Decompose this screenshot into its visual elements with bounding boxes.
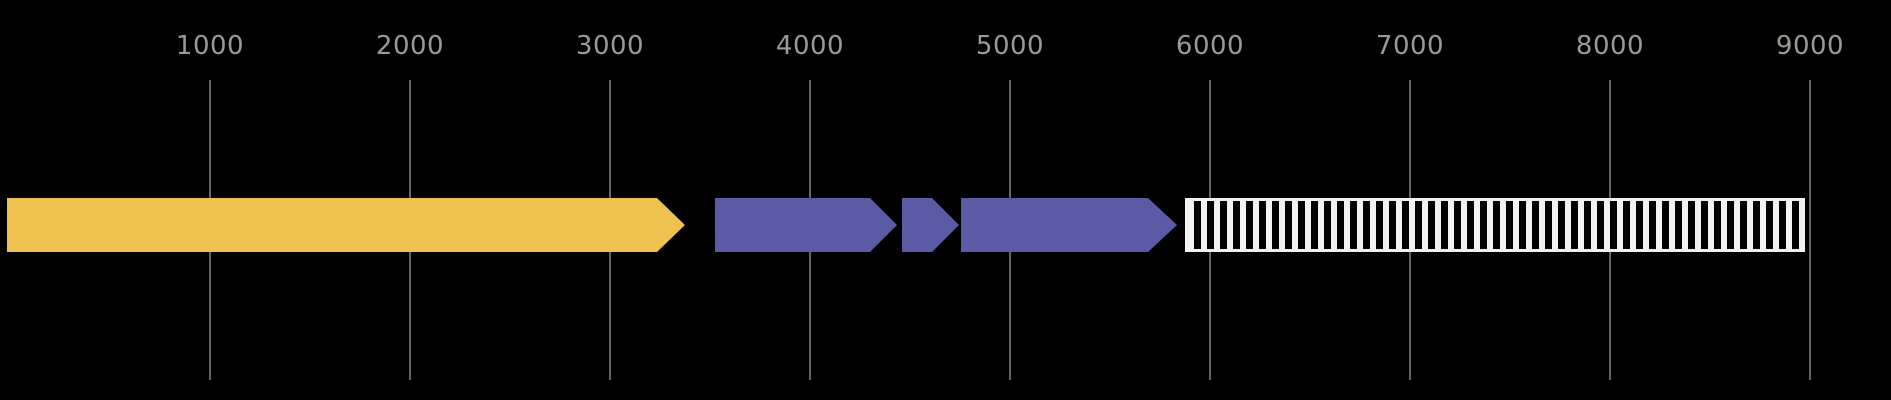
- feature-arrow-yellow-glyph: [7, 198, 685, 252]
- feature-arrow-yellow[interactable]: [7, 198, 685, 252]
- arrow-right-icon: [715, 198, 897, 252]
- feature-arrow-purple-2[interactable]: [902, 198, 959, 252]
- feature-arrow-purple-2-glyph: [902, 198, 959, 252]
- feature-striped-region[interactable]: [1185, 198, 1805, 252]
- arrow-right-icon: [7, 198, 685, 252]
- feature-arrow-purple-3[interactable]: [961, 198, 1177, 252]
- arrow-right-icon: [961, 198, 1177, 252]
- feature-arrow-purple-1-glyph: [715, 198, 897, 252]
- feature-arrow-purple-1[interactable]: [715, 198, 897, 252]
- feature-arrow-purple-3-glyph: [961, 198, 1177, 252]
- arrow-right-icon: [902, 198, 959, 252]
